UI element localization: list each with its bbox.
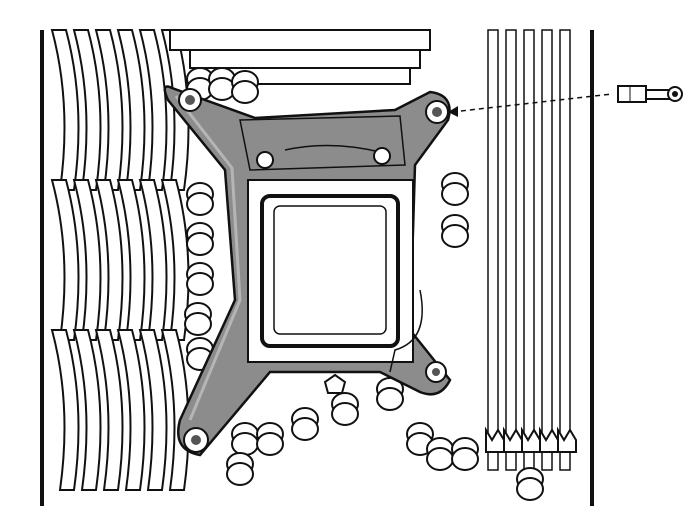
heatsink-fin	[94, 179, 124, 341]
capacitor-base	[376, 387, 404, 411]
memory-slot	[541, 29, 553, 471]
socket-screw	[323, 373, 347, 394]
board-edges	[40, 30, 594, 506]
capacitor-base	[516, 477, 544, 501]
memory-slot-latch	[485, 426, 505, 453]
standoff-screw	[617, 85, 683, 103]
heatsink-fin	[72, 179, 102, 341]
cpu-socket	[239, 115, 423, 394]
capacitors	[184, 67, 544, 501]
heatsink-fin	[94, 29, 124, 191]
heatsink-fin	[72, 29, 102, 191]
capacitor-base	[441, 224, 469, 248]
memory-slot	[487, 29, 499, 471]
capacitor-base	[451, 447, 479, 471]
memory-slot	[523, 29, 535, 471]
capacitor-base	[256, 432, 284, 456]
heatsink-fin	[116, 329, 146, 491]
memory-slot	[505, 29, 517, 471]
memory-slot-latch	[521, 426, 541, 453]
capacitor-base	[291, 417, 319, 441]
heatsink-fin	[50, 29, 80, 191]
heatsink-fin	[138, 29, 168, 191]
heatsink-fin	[94, 329, 124, 491]
heatsink-fin	[160, 329, 190, 491]
capacitor-base	[426, 447, 454, 471]
capacitor-base	[186, 272, 214, 296]
heatsink-fin	[72, 329, 102, 491]
heatsink-fin	[160, 179, 190, 341]
memory-slot-latch	[539, 426, 559, 453]
heatsink-fin	[138, 179, 168, 341]
heatsink-fins	[50, 29, 190, 491]
capacitor-base	[331, 402, 359, 426]
memory-slot	[559, 29, 571, 471]
heatsink-fin	[50, 329, 80, 491]
heatsink-fin	[116, 179, 146, 341]
memory-slot-latch	[503, 426, 523, 453]
heatsink-fin	[116, 29, 146, 191]
memory-slots	[485, 29, 577, 471]
capacitor-base	[186, 192, 214, 216]
capacitor-base	[441, 182, 469, 206]
heatsink-fin	[50, 179, 80, 341]
capacitor-base	[186, 232, 214, 256]
memory-slot-latch	[557, 426, 577, 453]
heatsink-fin	[138, 329, 168, 491]
capacitor-base	[226, 462, 254, 486]
capacitor-base	[231, 80, 259, 104]
capacitor-base	[184, 312, 212, 336]
capacitor-base	[231, 432, 259, 456]
